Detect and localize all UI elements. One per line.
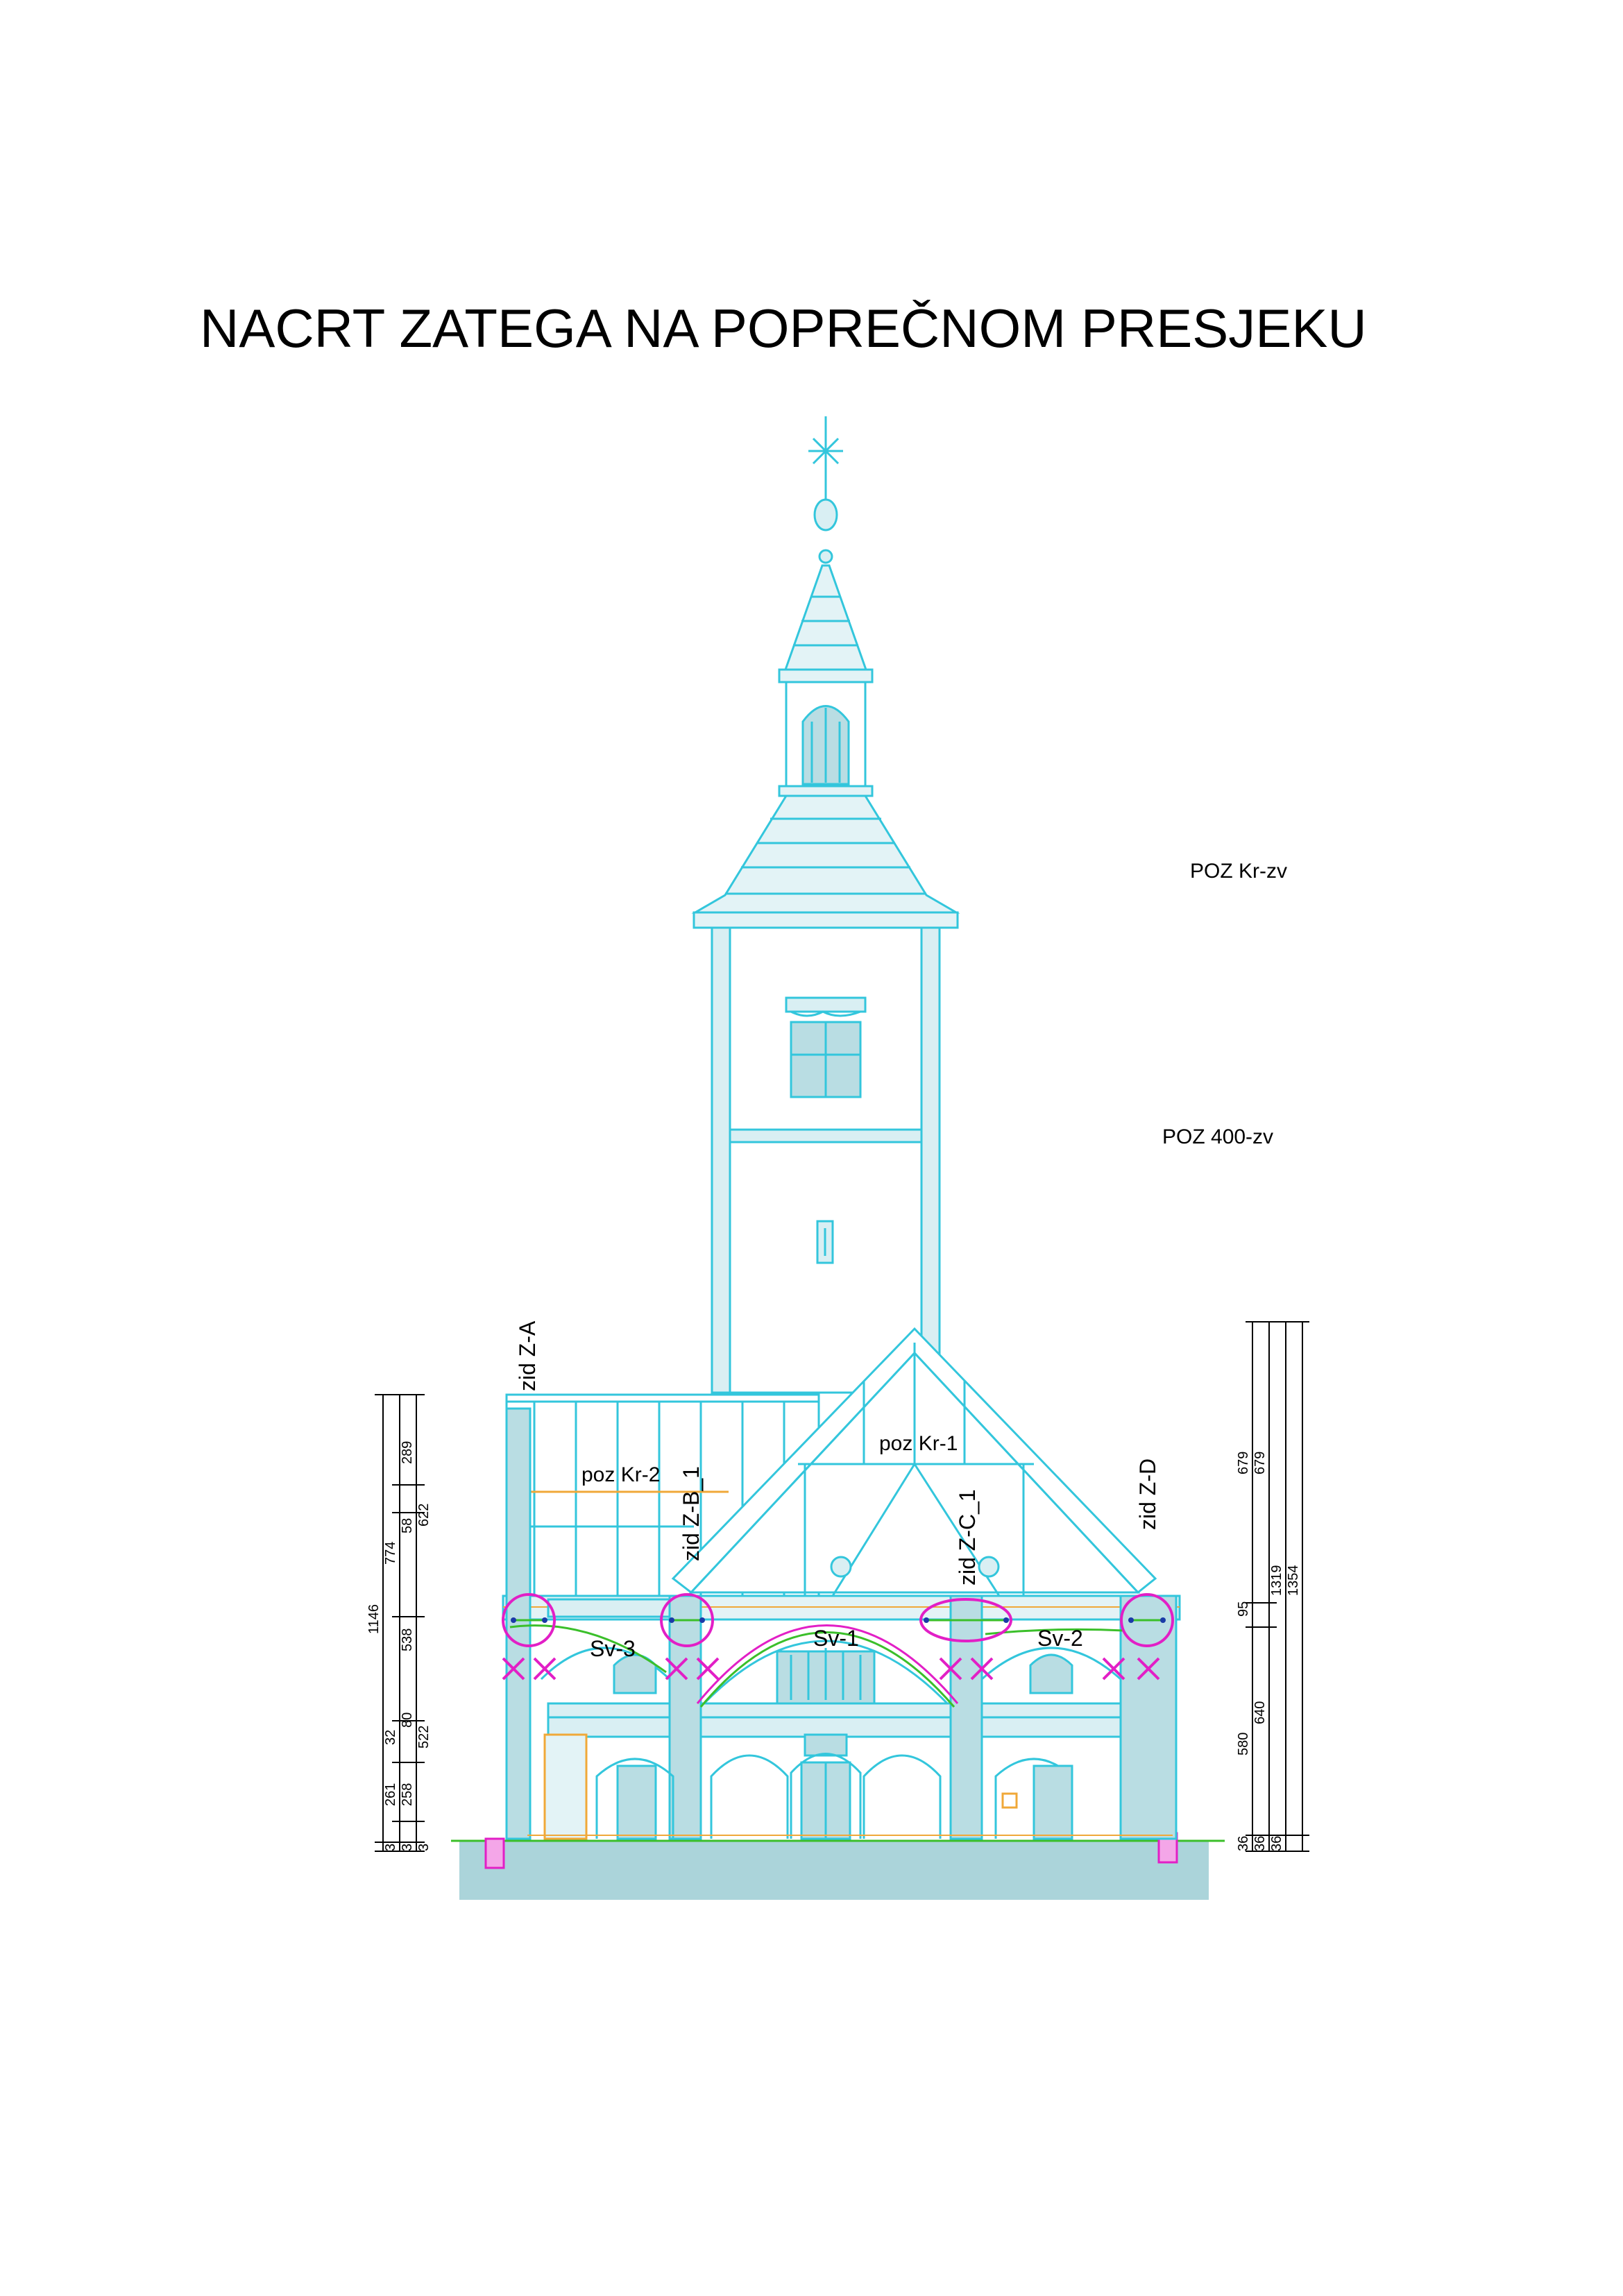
- label-poz-kr1: poz Kr-1: [879, 1432, 958, 1455]
- label-zid-zb1: zid Z-B_1: [679, 1466, 704, 1561]
- dim-left-258: 258: [400, 1783, 415, 1806]
- nave-body: [502, 1327, 1181, 1840]
- dim-left-774: 774: [383, 1542, 398, 1565]
- label-sv1: Sv-1: [813, 1626, 859, 1651]
- dim-left-261: 261: [383, 1783, 398, 1806]
- dim-left-522: 522: [416, 1726, 432, 1749]
- label-sv2: Sv-2: [1037, 1626, 1083, 1651]
- dim-right-1319: 1319: [1269, 1565, 1284, 1597]
- dimension-lines-left: [375, 1394, 425, 1852]
- label-sv3: Sv-3: [590, 1636, 636, 1661]
- dim-right-36a: 36: [1236, 1836, 1251, 1851]
- dim-right-679a: 679: [1236, 1452, 1251, 1474]
- label-poz-400-zv: POZ 400-zv: [1162, 1125, 1273, 1148]
- label-zid-za: zid Z-A: [515, 1320, 540, 1391]
- dim-left-3b: 3: [400, 1844, 415, 1851]
- dim-left-1146: 1146: [366, 1604, 382, 1634]
- dim-left-3c: 3: [416, 1844, 432, 1851]
- dim-right-640: 640: [1252, 1701, 1268, 1724]
- dim-right-36c: 36: [1269, 1836, 1284, 1851]
- tie-markers: [502, 1593, 1174, 1681]
- dim-left-622: 622: [416, 1504, 432, 1527]
- label-zid-zd: zid Z-D: [1135, 1459, 1160, 1530]
- dim-right-679b: 679: [1252, 1452, 1268, 1474]
- dim-right-95: 95: [1236, 1601, 1251, 1617]
- dim-left-3a: 3: [383, 1844, 398, 1851]
- label-zid-zc1: zid Z-C_1: [955, 1489, 980, 1585]
- dim-left-58: 58: [400, 1518, 415, 1533]
- bell-tower: [691, 416, 960, 1394]
- dimension-lines-right: [1246, 1321, 1309, 1852]
- drawing-title: NACRT ZATEGA NA POPREČNOM PRESJEKU: [200, 298, 1367, 359]
- dim-left-80: 80: [400, 1712, 415, 1728]
- tie-anchors: [511, 1617, 1166, 1623]
- dim-right-36b: 36: [1252, 1836, 1268, 1851]
- dim-left-32: 32: [383, 1730, 398, 1745]
- label-poz-kr-zv: POZ Kr-zv: [1190, 860, 1287, 883]
- dim-left-289: 289: [400, 1441, 415, 1464]
- dim-right-580: 580: [1236, 1733, 1251, 1755]
- dim-right-1354: 1354: [1286, 1565, 1301, 1597]
- label-poz-kr2: poz Kr-2: [581, 1463, 660, 1486]
- dim-left-538: 538: [400, 1629, 415, 1651]
- foundation: [451, 1832, 1225, 1900]
